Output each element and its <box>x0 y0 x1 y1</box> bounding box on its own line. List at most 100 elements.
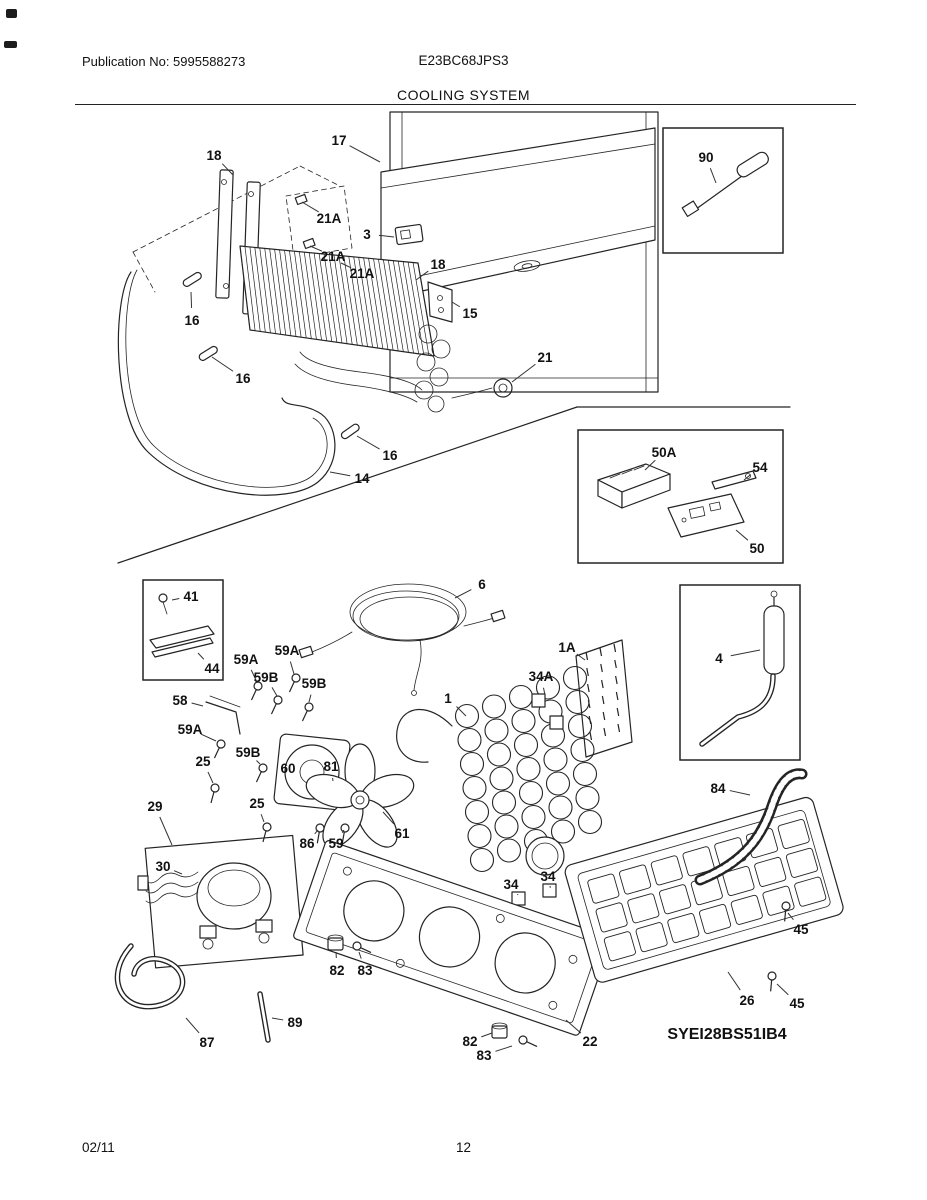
coil-loop <box>567 713 593 739</box>
part-callout: 25 <box>249 796 265 811</box>
pan-cell <box>762 885 795 916</box>
fin-line <box>279 249 292 336</box>
callout-leader <box>378 234 395 238</box>
callout-leader <box>271 1017 284 1021</box>
part-callout: 45 <box>789 996 805 1011</box>
callout-leader <box>190 291 193 309</box>
part-callout: 26 <box>739 993 755 1008</box>
callout-leader <box>250 669 257 681</box>
inset-box-4 <box>679 584 801 761</box>
callout-leader <box>211 356 234 372</box>
callout-leader <box>729 790 751 796</box>
screw <box>262 822 272 843</box>
callout-leader <box>185 1017 200 1034</box>
coil-loop <box>572 761 598 787</box>
inset-box-41 <box>142 579 224 681</box>
part-callout: 59B <box>302 676 327 691</box>
pan-cell <box>754 856 787 887</box>
part-callout: 3 <box>363 227 371 242</box>
part-callout: 59B <box>236 745 261 760</box>
part-callout: 1A <box>558 640 576 655</box>
callout-leader <box>289 661 295 675</box>
part-callout: 60 <box>280 761 295 776</box>
sensor-90 <box>681 151 769 218</box>
callout-leader <box>358 951 362 959</box>
scan-artifact <box>6 9 17 18</box>
callout-leader <box>191 702 204 707</box>
evaporator-core <box>239 245 451 413</box>
part-callout: 21 <box>537 350 553 365</box>
coil-loop <box>459 751 485 777</box>
callout-leader <box>454 589 472 599</box>
fin-line <box>244 246 256 331</box>
fin-line <box>392 260 409 353</box>
coil-loop <box>464 799 490 825</box>
part-callout: 6 <box>478 577 486 592</box>
part-callout: 83 <box>357 963 373 978</box>
coil-loop <box>481 694 507 719</box>
fin-line <box>333 254 348 344</box>
fin-line <box>348 256 363 346</box>
part-callout: 50 <box>749 541 764 556</box>
callout-leader <box>301 201 319 213</box>
drain-hose-87 <box>114 943 186 1010</box>
coil-loop <box>467 823 492 849</box>
fin-line <box>383 259 399 352</box>
callout-leader <box>271 687 278 697</box>
footer-date: 02/11 <box>82 1140 115 1155</box>
fin-line <box>378 259 394 351</box>
screw <box>214 739 226 759</box>
callout-leader <box>382 811 395 825</box>
sleeve-16-set <box>182 271 360 440</box>
pan-cell <box>659 884 692 915</box>
part-callout: 17 <box>331 133 346 148</box>
part-callout: 18 <box>206 148 222 163</box>
title-rule <box>75 104 856 105</box>
callout-leader <box>340 262 352 269</box>
page-title: COOLING SYSTEM <box>396 87 531 103</box>
panel-slot <box>615 691 619 701</box>
part-callout: 15 <box>462 306 478 321</box>
panel-slot <box>613 643 617 653</box>
pan-cell <box>635 922 668 953</box>
coil-loop <box>570 737 595 763</box>
panel-slots <box>585 643 621 741</box>
part-callout: 83 <box>476 1048 492 1063</box>
part-callout: 86 <box>299 836 315 851</box>
fin-line <box>353 256 368 347</box>
fin-line <box>298 251 312 339</box>
compressor-assembly <box>137 834 304 969</box>
fin-line <box>407 261 425 355</box>
pan-cell <box>730 894 763 925</box>
panel-slot <box>585 651 589 661</box>
screw <box>251 681 263 701</box>
fin-line <box>363 257 379 349</box>
construction-lines <box>132 165 353 293</box>
screw <box>315 823 325 844</box>
callout-leader <box>308 694 312 703</box>
bracket-15 <box>427 281 453 323</box>
part-callout: 1 <box>444 691 452 706</box>
slotted-panel-1A <box>575 639 633 758</box>
fan-blade-61 <box>305 743 415 848</box>
part-callout: 18 <box>430 257 446 272</box>
fin-line <box>397 261 414 354</box>
fin-line <box>358 257 374 348</box>
fin-line <box>402 261 420 354</box>
part-callout: 44 <box>204 661 220 676</box>
fin-line <box>387 260 404 352</box>
callout-leader <box>451 301 461 308</box>
fin-line <box>318 253 333 342</box>
coil-inlet-tube <box>396 708 453 763</box>
screw <box>340 823 350 844</box>
grommet-34A-set <box>531 693 564 730</box>
callout-leader <box>207 771 214 784</box>
filter-drier-4 <box>699 590 785 747</box>
fin-line <box>338 255 353 345</box>
part-callout: 4 <box>715 651 723 666</box>
motor-bracket-58 <box>205 695 241 735</box>
callout-leader <box>495 1045 513 1052</box>
part-callout: 87 <box>199 1035 214 1050</box>
